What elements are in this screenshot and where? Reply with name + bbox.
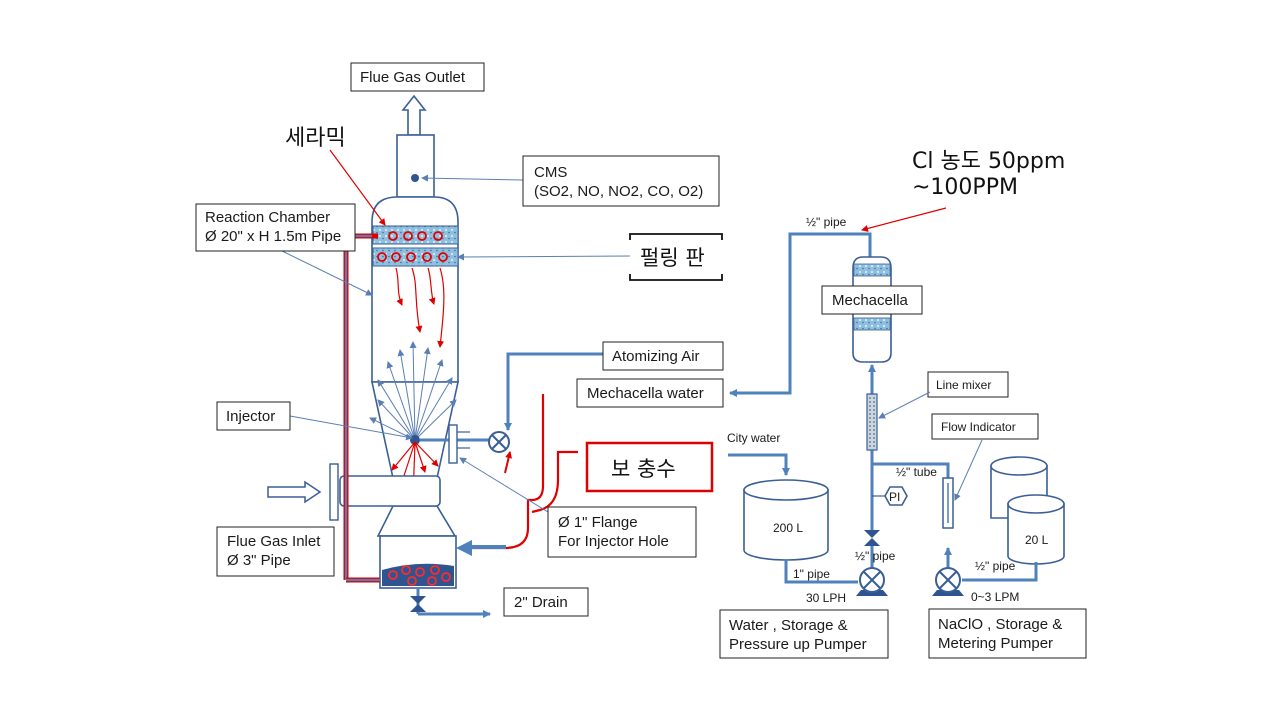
flow-30lph-text: 30 LPH bbox=[806, 591, 846, 605]
inlet-arrow-icon bbox=[267, 480, 322, 504]
reaction-chamber-text-2: Ø 20" x H 1.5m Pipe bbox=[205, 228, 341, 245]
half-pipe-right-text: ½" pipe bbox=[975, 559, 1016, 573]
label-injector-flange: Ø 1" Flange For Injector Hole bbox=[547, 506, 697, 558]
cl-concentration-text-2: ~100PPM bbox=[912, 175, 1018, 200]
naclo-tank-20l: 20 L bbox=[1007, 494, 1065, 565]
flange-text-2: For Injector Hole bbox=[558, 533, 669, 550]
ceramic-layer-1 bbox=[372, 225, 459, 245]
inlet-duct bbox=[339, 475, 441, 507]
injector-valve-icon bbox=[488, 431, 510, 453]
half-pipe-top-text: ½" pipe bbox=[806, 215, 847, 229]
label-atomizing-air: Atomizing Air bbox=[602, 341, 724, 371]
water-droplet-arrows bbox=[395, 267, 445, 348]
line-mixer-text: Line mixer bbox=[936, 378, 991, 392]
injector-flange bbox=[448, 424, 458, 464]
pelling-plate-text: 펄링 판 bbox=[640, 246, 705, 270]
outlet-arrow-icon bbox=[401, 94, 427, 136]
water-pump-icon bbox=[856, 567, 888, 596]
reaction-chamber-text-1: Reaction Chamber bbox=[205, 209, 330, 226]
label-mechacella-water: Mechacella water bbox=[576, 378, 724, 408]
flue-gas-inlet-text-1: Flue Gas Inlet bbox=[227, 533, 321, 550]
half-pipe-mid-text: ½" pipe bbox=[855, 549, 896, 563]
pi-text: PI bbox=[889, 490, 900, 504]
label-flow-indicator: Flow Indicator bbox=[931, 413, 1039, 440]
ceramic-ball-markers bbox=[377, 231, 448, 262]
line-mixer bbox=[866, 393, 878, 451]
mechacella-text: Mechacella bbox=[832, 292, 909, 309]
flow-0-3lpm-text: 0~3 LPM bbox=[971, 590, 1019, 604]
exhaust-stack bbox=[396, 134, 435, 198]
atomizing-air-text: Atomizing Air bbox=[612, 348, 700, 365]
naclo-text-2: Metering Pumper bbox=[938, 635, 1053, 652]
flue-gas-inlet-text-2: Ø 3" Pipe bbox=[227, 552, 291, 569]
label-cms: CMS (SO2, NO, NO2, CO, O2) bbox=[522, 155, 720, 207]
label-naclo-storage: NaClO , Storage & Metering Pumper bbox=[928, 608, 1087, 659]
cms-sample-point bbox=[411, 174, 419, 182]
half-tube-text: ½" tube bbox=[896, 465, 937, 479]
reactor bbox=[267, 94, 631, 618]
inlet-flange bbox=[329, 463, 339, 521]
drain-text: 2" Drain bbox=[514, 594, 568, 611]
cl-concentration-text-1: Cl 농도 50ppm bbox=[912, 149, 1065, 174]
cms-text-1: CMS bbox=[534, 164, 567, 181]
label-pelling-plate: 펄링 판 bbox=[629, 233, 723, 281]
tank-20-text: 20 L bbox=[1025, 533, 1049, 547]
label-drain: 2" Drain bbox=[503, 587, 589, 617]
label-makeup-water: 보 충수 bbox=[585, 441, 714, 493]
label-flue-gas-inlet: Flue Gas Inlet Ø 3" Pipe bbox=[216, 526, 335, 577]
cms-text-2: (SO2, NO, NO2, CO, O2) bbox=[534, 183, 703, 200]
naclo-text-1: NaClO , Storage & bbox=[938, 616, 1062, 633]
mechacella-water-text: Mechacella water bbox=[587, 385, 704, 402]
one-inch-pipe-text: 1" pipe bbox=[793, 567, 830, 581]
flue-gas-outlet-text: Flue Gas Outlet bbox=[360, 69, 466, 86]
label-line-mixer: Line mixer bbox=[927, 371, 1009, 398]
water-storage-text-1: Water , Storage & bbox=[729, 617, 848, 634]
water-tank-200l: 200 L bbox=[743, 479, 829, 561]
pressure-indicator-icon: PI bbox=[884, 486, 908, 506]
label-mechacella: Mechacella bbox=[821, 285, 923, 315]
city-water-text: City water bbox=[727, 431, 780, 445]
metering-pump-icon bbox=[932, 567, 964, 596]
ceramic-text: 세라믹 bbox=[285, 126, 346, 151]
drain-valve-icon bbox=[410, 596, 426, 612]
label-injector: Injector bbox=[216, 401, 291, 431]
flow-indicator-text: Flow Indicator bbox=[941, 420, 1016, 434]
label-reaction-chamber: Reaction Chamber Ø 20" x H 1.5m Pipe bbox=[195, 203, 356, 252]
label-flue-gas-outlet: Flue Gas Outlet bbox=[350, 62, 485, 92]
label-water-storage: Water , Storage & Pressure up Pumper bbox=[719, 609, 889, 659]
injector-text: Injector bbox=[226, 408, 275, 425]
makeup-water-text: 보 충수 bbox=[611, 457, 676, 481]
check-valve-icon bbox=[864, 530, 880, 546]
water-storage-text-2: Pressure up Pumper bbox=[729, 636, 867, 653]
tank-200-text: 200 L bbox=[773, 521, 803, 535]
flange-text-1: Ø 1" Flange bbox=[558, 514, 638, 531]
